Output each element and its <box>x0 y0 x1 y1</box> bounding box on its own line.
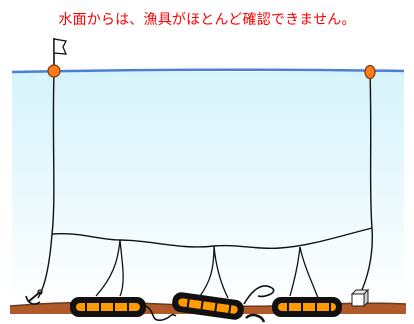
trap <box>272 297 342 317</box>
branch-line <box>213 245 229 299</box>
sinker-block-icon <box>350 288 370 308</box>
branch-line <box>119 239 124 297</box>
caption-text: 水面からは、漁具がほとんど確認できません。 <box>58 12 356 28</box>
loose-rope <box>145 305 177 322</box>
left-buoy-rope <box>37 71 55 299</box>
marker-flag-icon <box>53 38 68 68</box>
right-buoy-rope <box>359 71 374 295</box>
loose-rope <box>243 285 275 305</box>
left-buoy-icon <box>47 64 61 78</box>
branch-line <box>95 239 121 297</box>
right-buoy-icon <box>364 64 376 80</box>
trap <box>70 297 146 317</box>
water-body <box>12 72 404 312</box>
anchor-icon <box>25 289 43 305</box>
trap <box>172 292 244 320</box>
water-surface <box>11 68 405 74</box>
branch-line <box>199 245 215 297</box>
branch-line <box>299 246 319 299</box>
loose-rope <box>245 313 266 323</box>
branch-line <box>289 246 301 297</box>
